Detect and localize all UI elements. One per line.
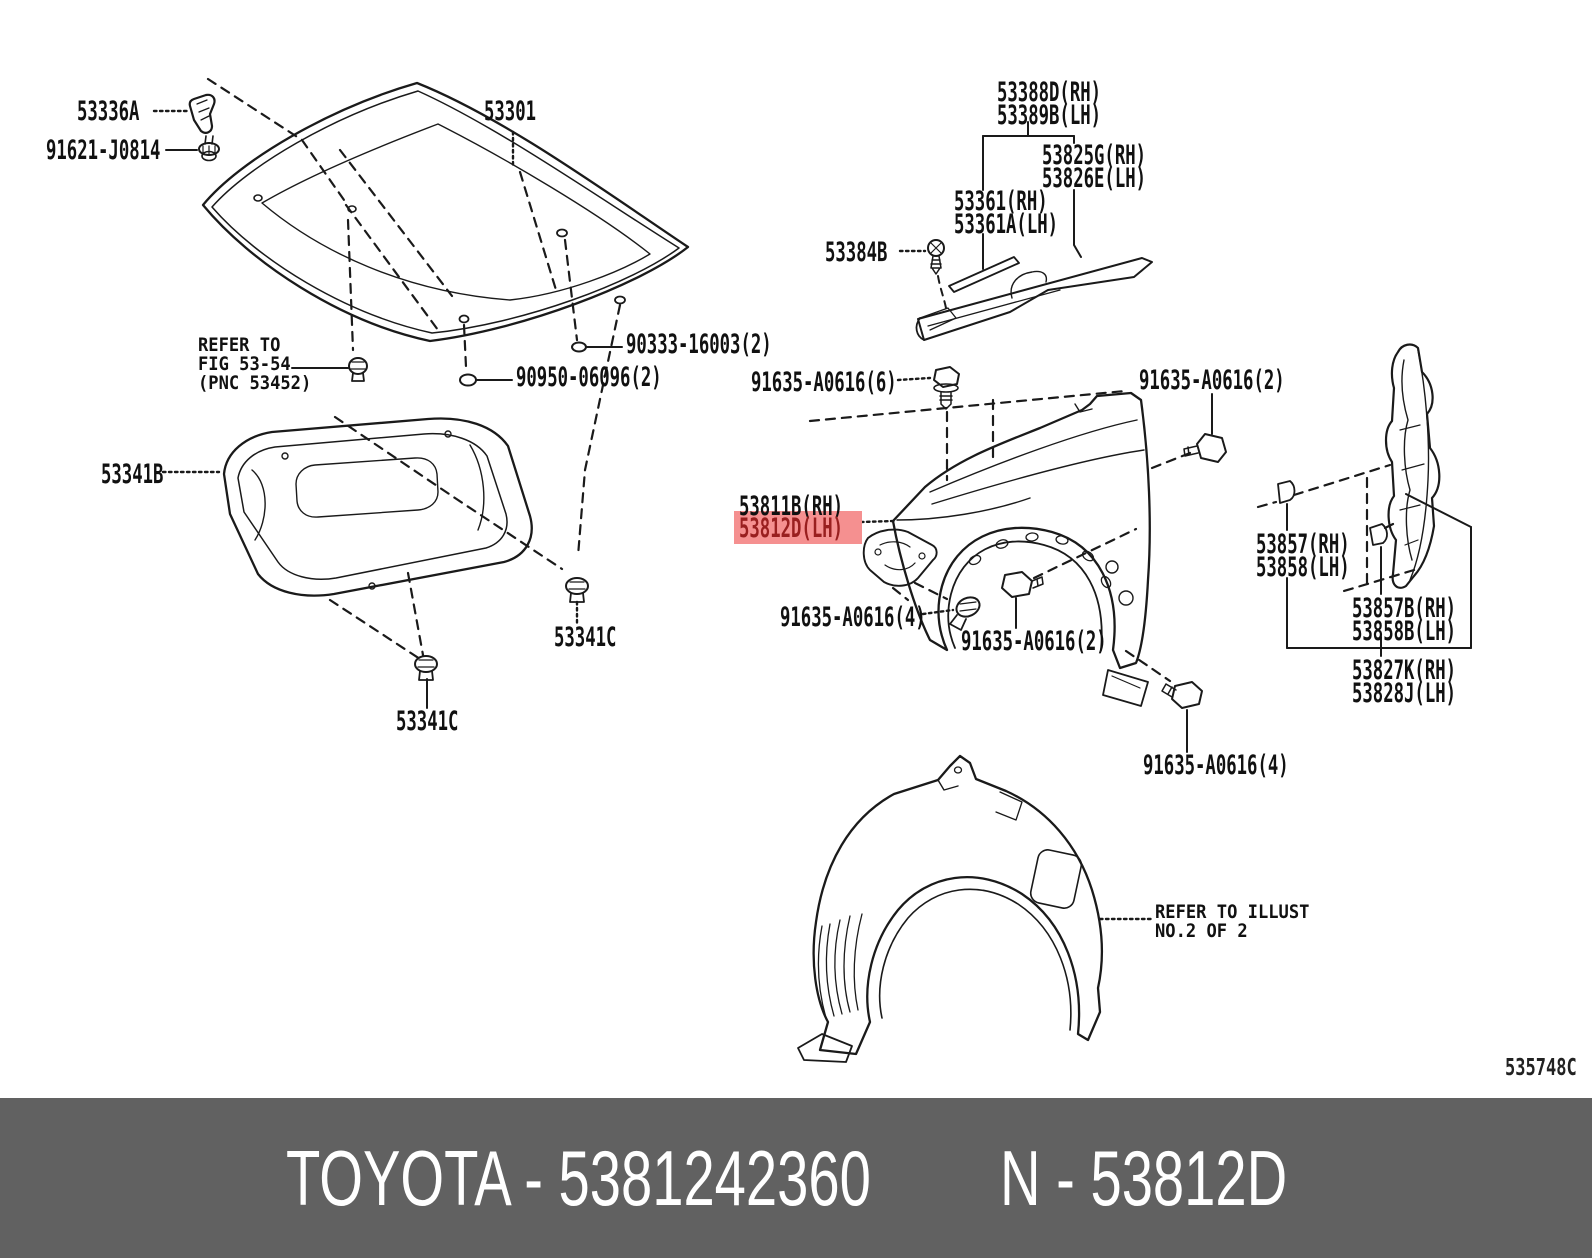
callout-53827k-53828j[interactable]: 53827K(RH) 53828J(LH) [1352,655,1457,709]
callout-53341b[interactable]: 53341B [101,459,164,490]
callout-91635-a0616-4-rear[interactable]: 91635-A0616(4) [1143,750,1289,781]
refer-illust-note: REFER TO ILLUST NO.2 OF 2 [1155,901,1310,942]
callout-53825g-53826e[interactable]: 53825G(RH) 53826E(LH) [1042,140,1147,194]
callout-53341c-bottom[interactable]: 53341C [396,706,459,737]
dotted-leader-lines [152,109,1155,921]
callout-53301[interactable]: 53301 [484,96,537,127]
refer-fig-note: REFER TO FIG 53-54 (PNC 53452) [198,334,312,394]
footer-brand-part-number: TOYOTA - 5381242360 [286,1134,871,1222]
hood-panel-drawing [201,77,690,558]
fender-liner-drawing [797,754,1103,1063]
footer-pnc-code: N - 53812D [1000,1134,1288,1222]
cowl-leader-lines [982,121,1082,270]
callout-53341c-right[interactable]: 53341C [554,622,617,653]
callout-53388d-53389b[interactable]: 53388D(RH) 53389B(LH) [997,77,1102,131]
callout-91635-a0616-6[interactable]: 91635-A0616(6) [751,367,897,398]
callout-90950-06096[interactable]: 90950-06096(2) [516,362,662,393]
callout-90333-16003[interactable]: 90333-16003(2) [626,329,772,360]
selected-part-highlight [734,511,862,544]
cowl-louver-drawing [915,239,1153,341]
callout-53857b-53858b[interactable]: 53857B(RH) 53858B(LH) [1352,593,1457,647]
callout-53336a[interactable]: 53336A [77,96,140,127]
front-fender-drawing [808,389,1192,707]
callout-53811b-rh[interactable]: 53811B(RH) [739,491,844,522]
fastener-icons [933,366,1227,709]
hood-insulator-drawing [222,357,589,681]
callout-53361-53361a[interactable]: 53361(RH) 53361A(LH) [954,186,1059,240]
callout-91635-a0616-2-upper[interactable]: 91635-A0616(2) [1139,365,1285,396]
callout-53857-53858[interactable]: 53857(RH) 53858(LH) [1256,529,1350,583]
apron-panel-drawing [1256,343,1472,657]
figure-code: 535748C [1505,1055,1577,1081]
part-number-footer: TOYOTA - 5381242360 N - 53812D [0,1098,1592,1258]
callout-91635-a0616-4-front[interactable]: 91635-A0616(4) [780,602,926,633]
solid-leader-lines [165,149,1213,753]
callout-53812d-lh-selected[interactable]: 53812D(LH) [739,513,844,544]
callout-53384b[interactable]: 53384B [825,237,888,268]
callout-91635-a0616-2-lower[interactable]: 91635-A0616(2) [961,626,1107,657]
callout-91621-j0814[interactable]: 91621-J0814 [46,135,161,166]
hood-striker-and-grommet-drawing [188,93,220,162]
